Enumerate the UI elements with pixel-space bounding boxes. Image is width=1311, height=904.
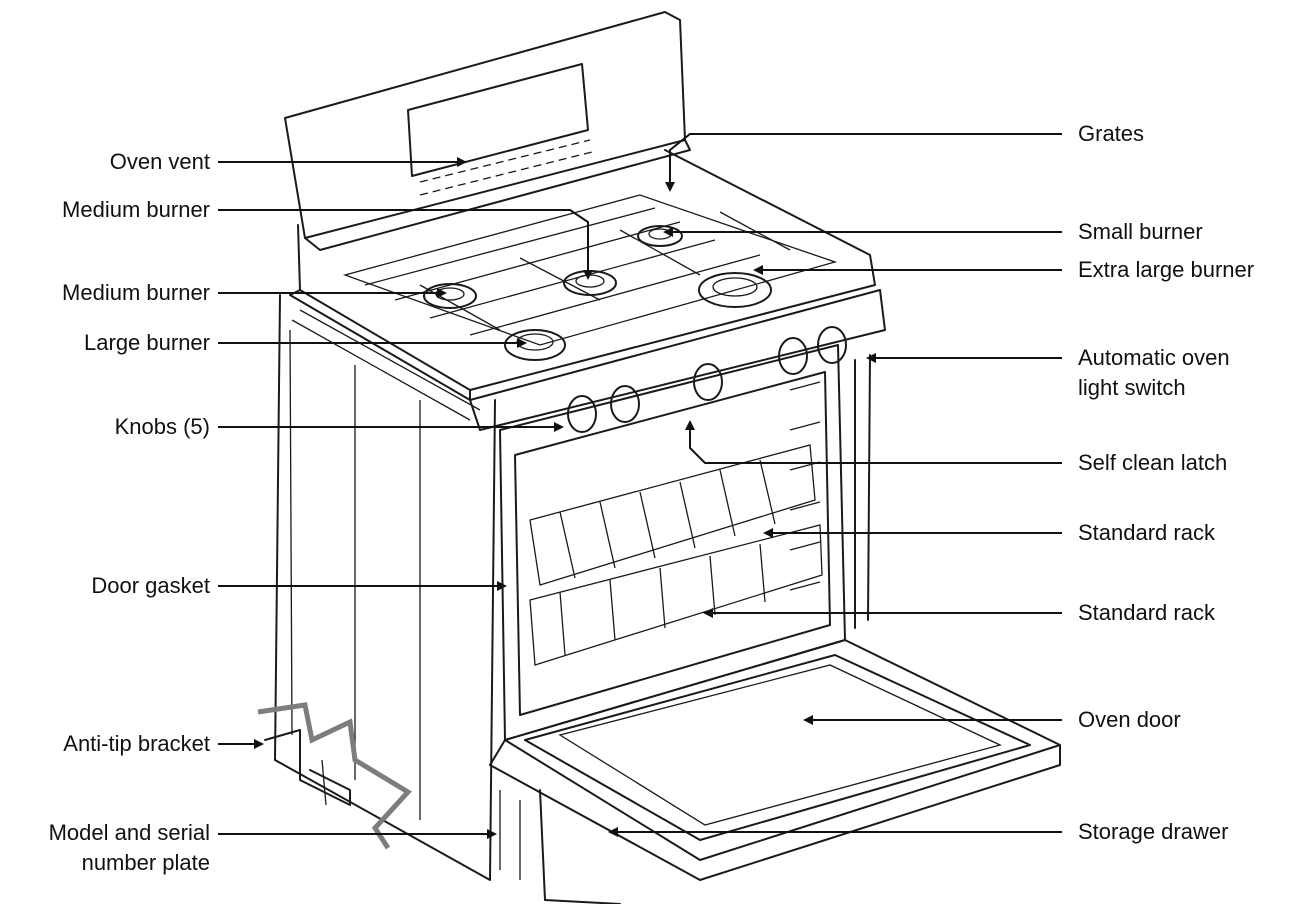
oven-door-shape	[489, 639, 1061, 881]
label-standard-rack-upper: Standard rack	[1078, 520, 1215, 545]
knobs-group	[567, 326, 847, 433]
label-standard-rack-lower: Standard rack	[1078, 600, 1215, 625]
label-auto-oven-light-switch-line2: light switch	[1078, 375, 1186, 400]
label-anti-tip-bracket: Anti-tip bracket	[63, 731, 210, 756]
storage-drawer-shape	[499, 789, 621, 904]
leader-lines-left	[218, 157, 593, 839]
label-storage-drawer: Storage drawer	[1078, 819, 1229, 844]
oven-cavity	[499, 344, 871, 741]
label-grates: Grates	[1078, 121, 1145, 146]
label-self-clean-latch: Self clean latch	[1078, 450, 1228, 475]
backguard	[284, 11, 691, 251]
side-panel	[274, 294, 496, 881]
label-medium-burner-rear: Medium burner	[62, 197, 210, 222]
label-model-serial-plate: Model and serial number plate	[49, 818, 210, 878]
label-small-burner: Small burner	[1078, 219, 1203, 244]
label-medium-burner-front: Medium burner	[62, 280, 210, 305]
label-oven-vent: Oven vent	[109, 149, 210, 174]
anti-tip-bracket-shape	[257, 702, 412, 850]
label-door-gasket: Door gasket	[91, 573, 210, 598]
label-auto-oven-light-switch-line1: Automatic oven	[1078, 345, 1230, 370]
label-knobs: Knobs (5)	[114, 414, 210, 439]
label-oven-door: Oven door	[1078, 707, 1181, 732]
label-extra-large-burner: Extra large burner	[1078, 257, 1255, 282]
label-model-serial-plate-line1: Model and serial	[48, 820, 210, 845]
label-model-serial-plate-line2: number plate	[81, 850, 210, 875]
label-large-burner: Large burner	[84, 330, 210, 355]
leader-lines-right	[608, 133, 1062, 837]
label-auto-oven-light-switch: Automatic oven light switch	[1078, 343, 1230, 403]
